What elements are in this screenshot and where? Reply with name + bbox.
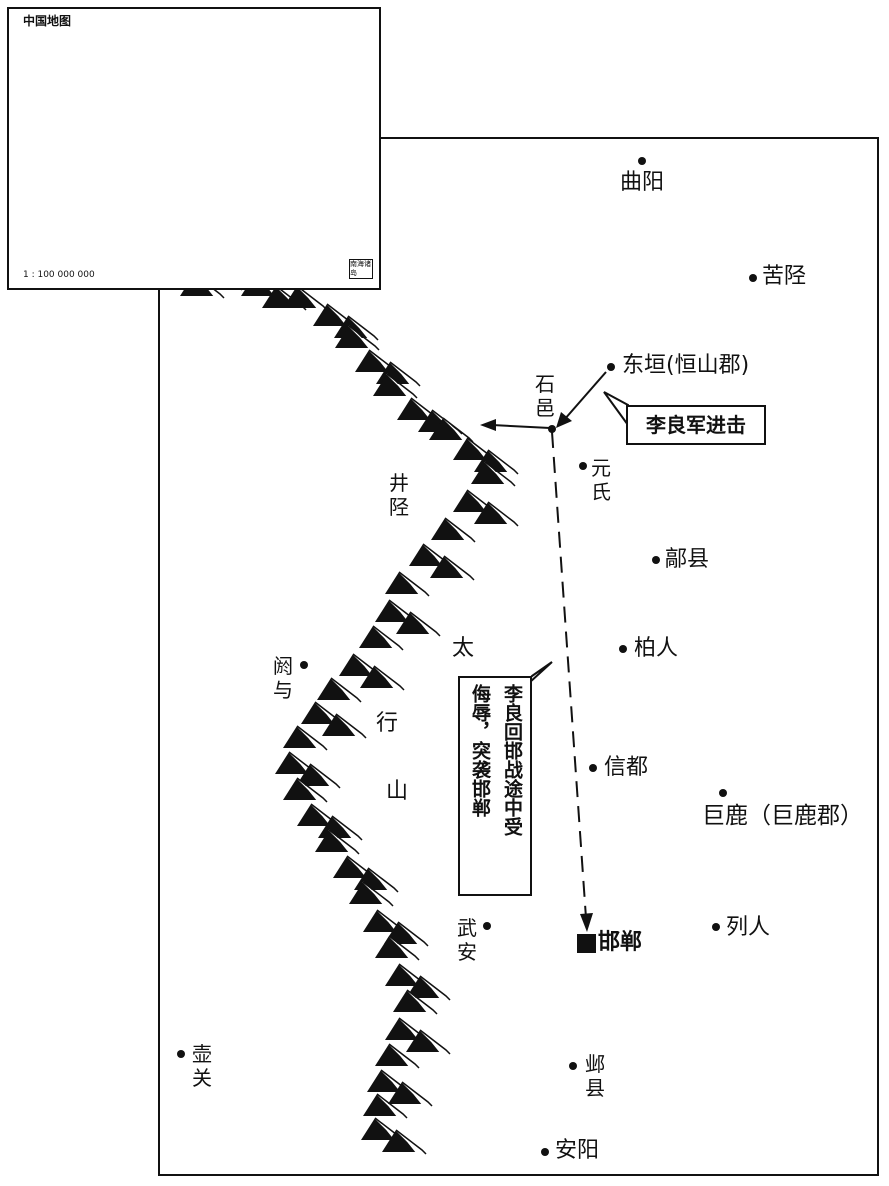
mountain-char-2: 行 [376,711,399,736]
yexian-marker [569,1062,577,1070]
shiyi-label: 石邑 [535,372,555,420]
dongyuan-label: 东垣(恒山郡) [622,353,750,378]
mountain-peak [430,517,476,543]
mountain-peak [316,677,362,703]
inset-scale: 1 : 100 000 000 [23,270,95,280]
return-arrowhead [580,913,593,932]
advance-callout: 李良军进击 [626,405,766,445]
mountain-char-3: 山 [386,779,409,804]
yexian-label: 邺县 [585,1052,605,1100]
wuan-marker [483,922,491,930]
advance-callout-pointer [603,391,629,429]
lieren-marker [712,923,720,931]
mountain-peak [282,725,328,751]
mountain-char-1: 太 [452,636,475,661]
julu-marker [719,789,727,797]
insult-callout-col-1: 李良回邯战途中受 [501,684,523,836]
xindu-marker [589,764,597,772]
main-map [158,137,879,1176]
jingxing-label: 井陉 [389,471,409,519]
inset-title: 中国地图 [23,14,72,28]
anyang-label: 安阳 [555,1138,600,1163]
mountain-peak [358,625,404,651]
inset-map: 中国地图 1 : 100 000 000 南海诸岛 [7,7,381,290]
huguan-label: 壶关 [192,1042,212,1090]
advance-arrowhead [556,412,572,428]
advance-route [563,371,607,421]
kujing-marker [749,274,757,282]
boren-label: 柏人 [634,636,679,661]
huguan-marker [177,1050,185,1058]
yuyu-marker [300,661,308,669]
quyang-label: 曲阳 [620,170,665,195]
insult-callout: 李良回邯战途中受 侮辱，突袭邯郸 [458,676,532,896]
haoxian-marker [652,556,660,564]
haoxian-label: 鄗县 [665,547,710,572]
lieren-label: 列人 [726,915,771,940]
yuyu-label: 阏与 [273,654,293,702]
boren-marker [619,645,627,653]
quyang-marker [638,157,646,165]
handan-label: 邯郸 [598,930,643,955]
wuan-label: 武安 [457,916,477,964]
julu-label: 巨鹿（巨鹿郡） [702,803,863,829]
insult-callout-col-2: 侮辱，突袭邯郸 [469,684,491,817]
anyang-marker [541,1148,549,1156]
kujing-label: 苦陉 [762,264,807,289]
yuanshi-marker [579,462,587,470]
dongyuan-marker [607,363,615,371]
xindu-label: 信都 [604,755,649,780]
mountain-peak [384,571,430,597]
yuanshi-label: 元氏 [591,456,611,504]
return-route [551,431,587,919]
south-sea-label: 南海诸岛 [349,259,373,279]
handan-marker [577,934,596,953]
jingxing-arrowhead [480,419,496,431]
jingxing-route [491,424,551,429]
shiyi-marker [548,425,556,433]
